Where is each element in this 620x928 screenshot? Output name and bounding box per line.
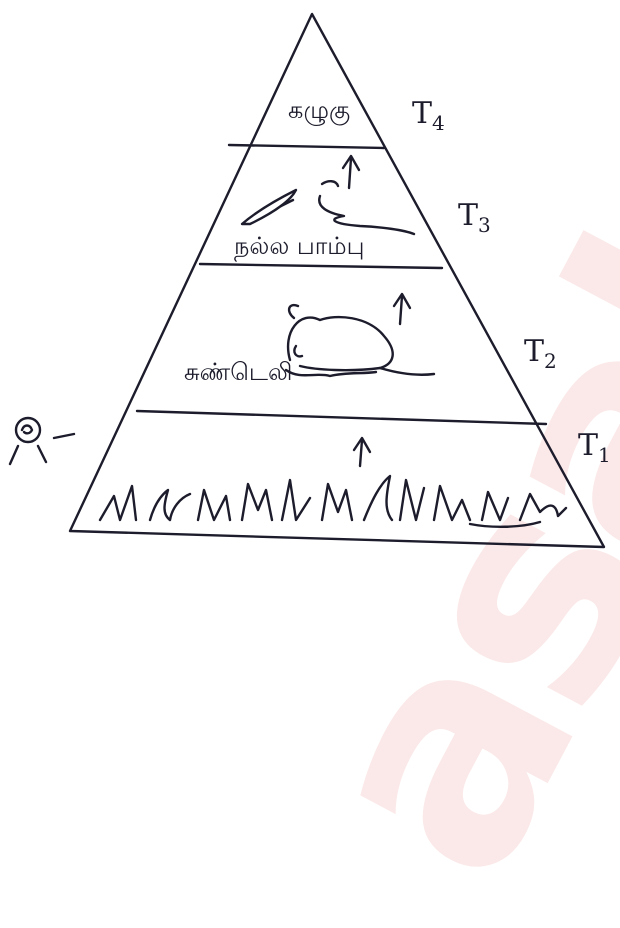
rat-sketch <box>284 303 436 378</box>
arrow-t2-t3 <box>392 292 412 326</box>
organism-name-t4: கழுகு <box>288 96 351 124</box>
divider-t3-t4 <box>227 143 386 150</box>
snake-sketch <box>240 180 416 236</box>
divider-t2-t3 <box>198 262 444 270</box>
arrow-t3-t4 <box>341 154 361 190</box>
level-label-t2: T2 <box>524 334 557 373</box>
level-label-t4: T4 <box>412 96 445 135</box>
sun-icon <box>8 416 76 466</box>
organism-name-t3: நல்ல பாம்பு <box>234 232 365 260</box>
divider-t1-t2 <box>135 409 548 426</box>
level-label-t3: T3 <box>458 198 491 237</box>
pyramid-outline <box>68 12 606 549</box>
grass-sketch <box>98 474 568 528</box>
food-pyramid-diagram: asalai <box>8 0 620 928</box>
level-label-t1: T1 <box>578 428 611 467</box>
pyramid-drawing <box>8 12 606 549</box>
arrow-t1-t2 <box>352 436 372 468</box>
organism-name-t2: சுண்டெலி <box>184 358 293 386</box>
